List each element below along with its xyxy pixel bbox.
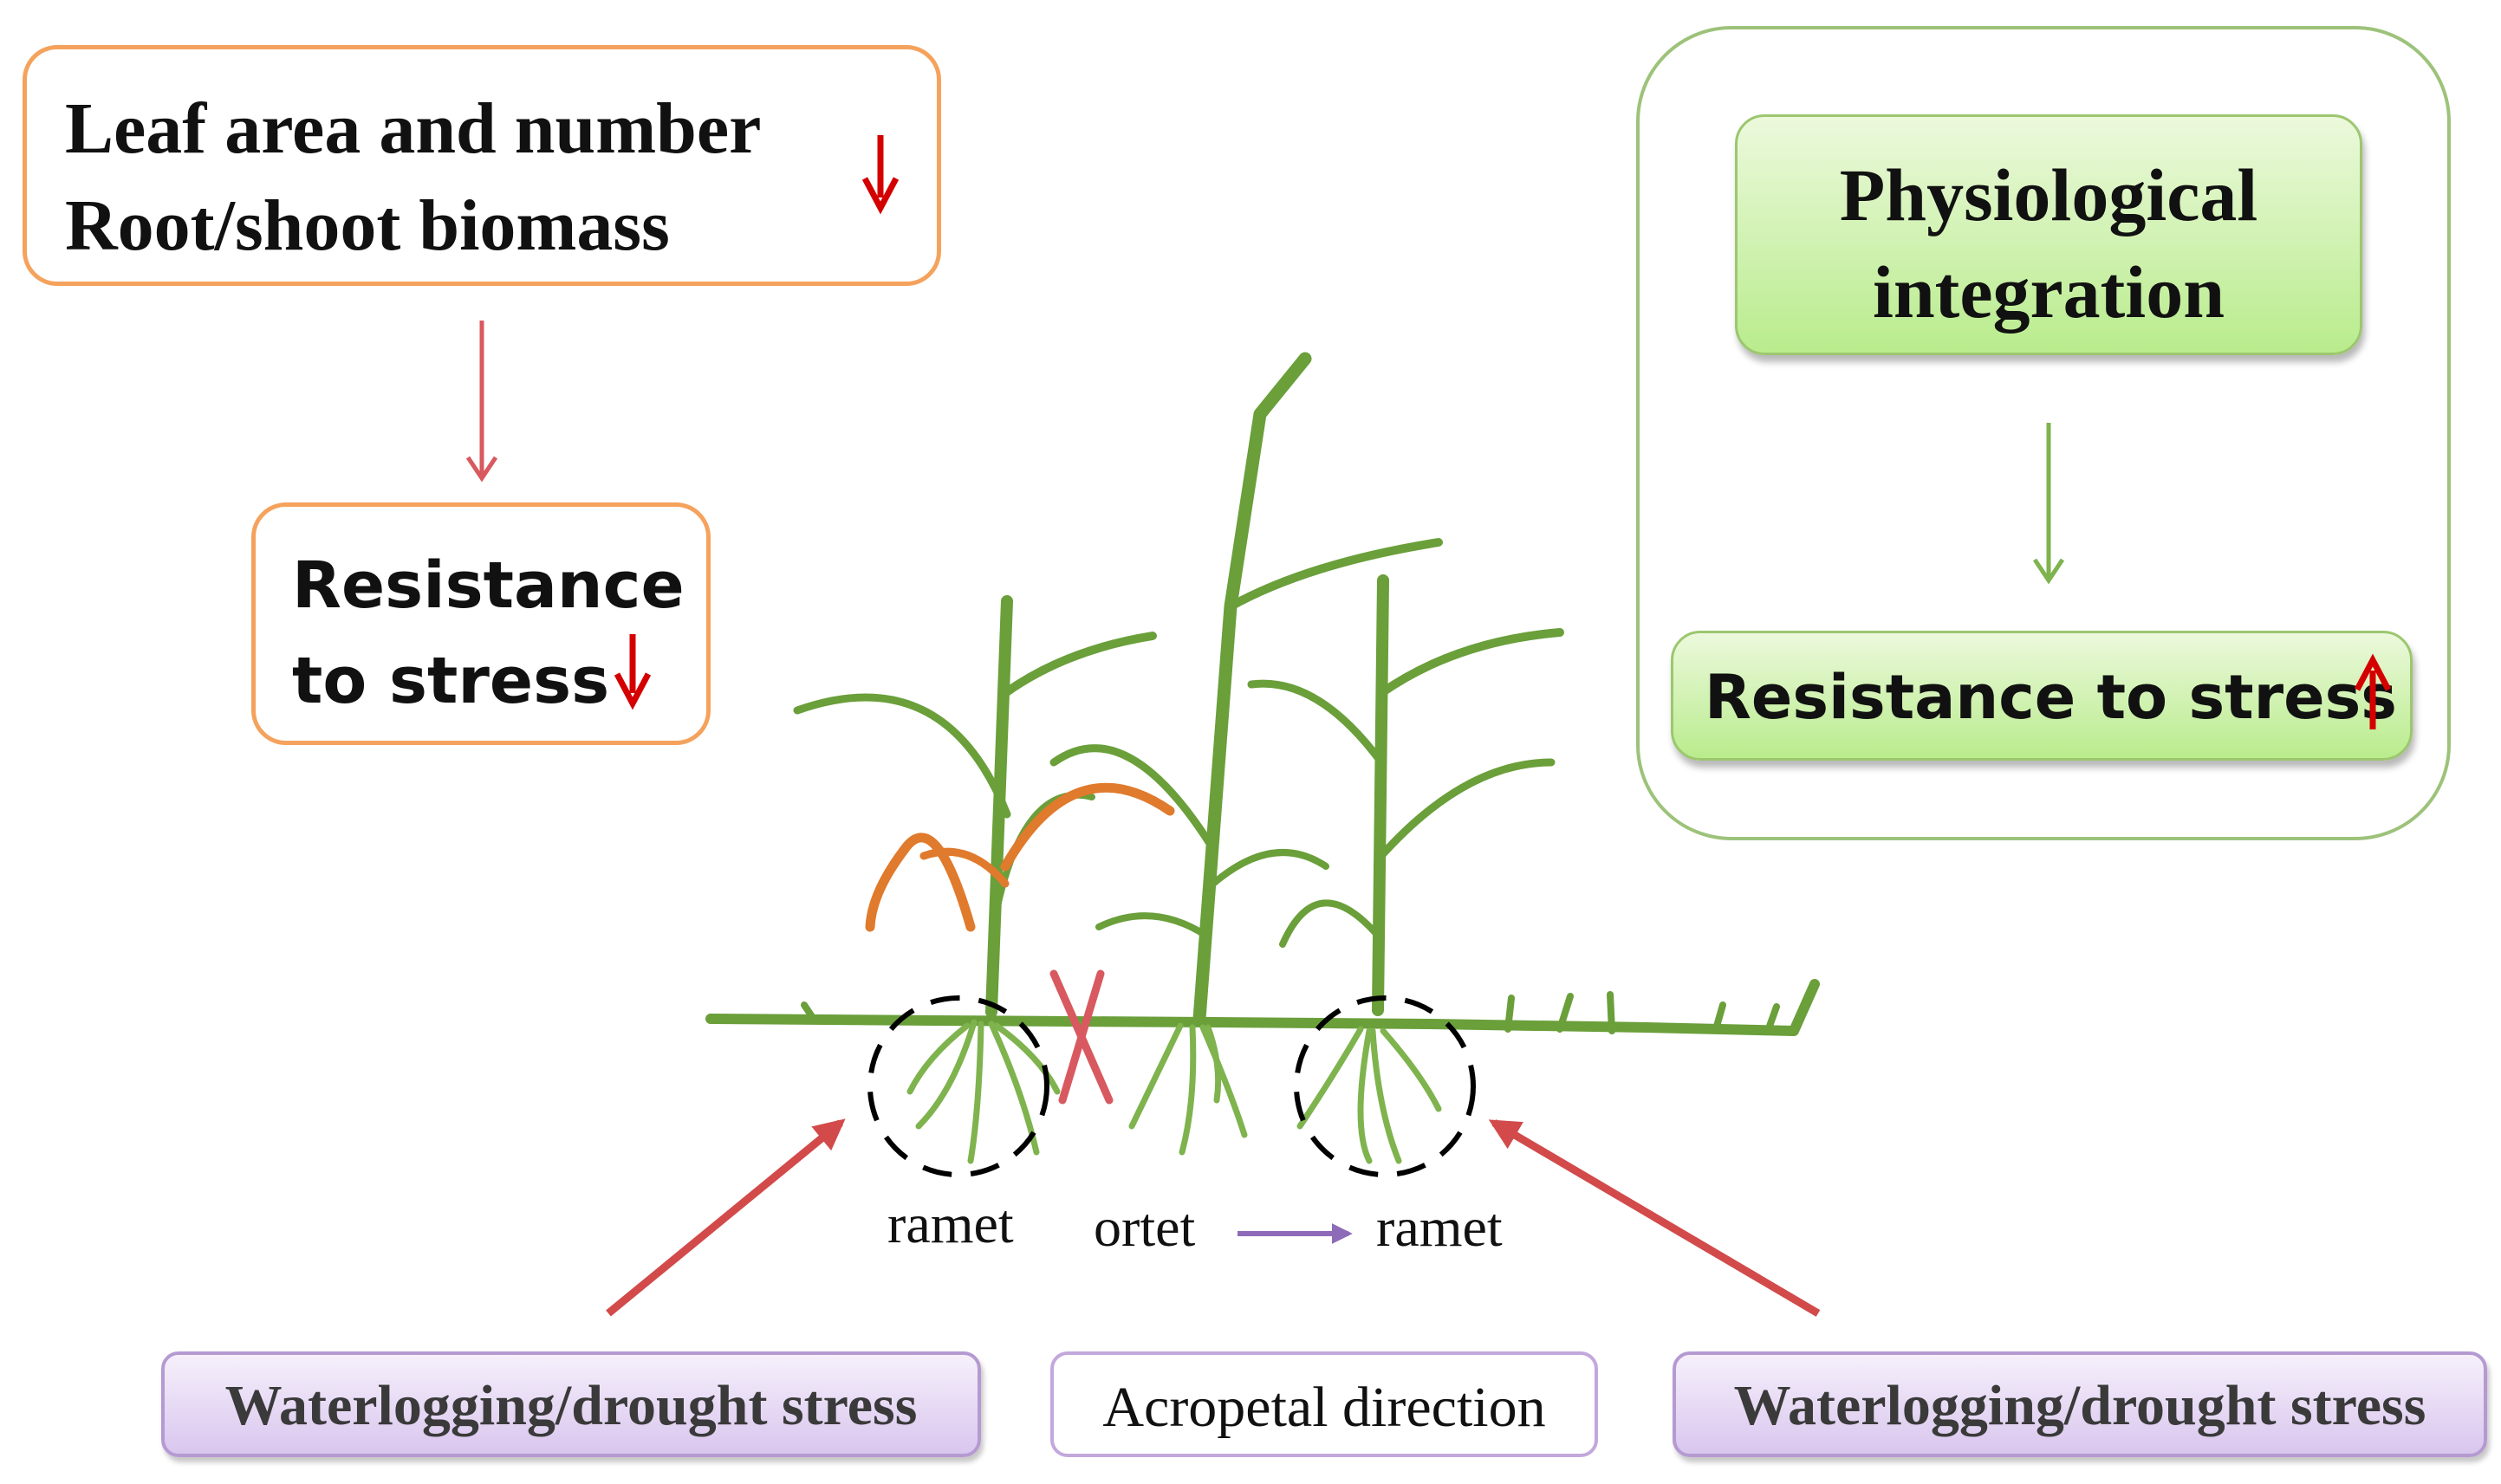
plant-illustration [705,352,1820,1164]
ortet-label: ortet [1094,1196,1196,1258]
down-arrow-icon [861,135,900,215]
resistance-line2: to stress [292,644,610,718]
ramet-root-circle-left [867,995,1049,1177]
physio-line1: Physiological [1839,153,2258,237]
stress-label-right: Waterlogging/drought stress [1733,1374,2426,1437]
ramet-root-circle-right [1294,995,1476,1177]
x-cross-icon [1049,969,1114,1105]
stress-arrow-left [606,1118,846,1317]
physiological-integration-box: Physiological integration [1735,114,2362,355]
acropetal-direction-box: Acropetal direction [1050,1351,1598,1457]
physio-line2: integration [1872,250,2225,334]
stress-box-right: Waterlogging/drought stress [1673,1351,2487,1457]
connector-arrow-left [465,321,498,483]
up-arrow-icon [2354,653,2392,729]
stress-label-left: Waterlogging/drought stress [224,1374,918,1437]
stress-arrow-right [1488,1119,1821,1317]
down-arrow-icon [614,634,652,710]
acropetal-direction-label: Acropetal direction [1102,1376,1546,1439]
resistance-increase-box: Resistance to stress [1671,631,2413,761]
connector-arrow-right [2032,423,2065,585]
leaf-area-label: Leaf area and number [65,88,762,169]
ramet-label-left: ramet [887,1193,1014,1254]
stress-box-left: Waterlogging/drought stress [161,1351,981,1457]
resistance-line1: Resistance [292,548,685,623]
leaf-biomass-box: Leaf area and number Root/shoot biomass [23,45,941,286]
root-shoot-label: Root/shoot biomass [65,185,670,266]
resistance-increase-label: Resistance to stress [1705,662,2397,733]
ramet-label-right: ramet [1376,1196,1503,1258]
